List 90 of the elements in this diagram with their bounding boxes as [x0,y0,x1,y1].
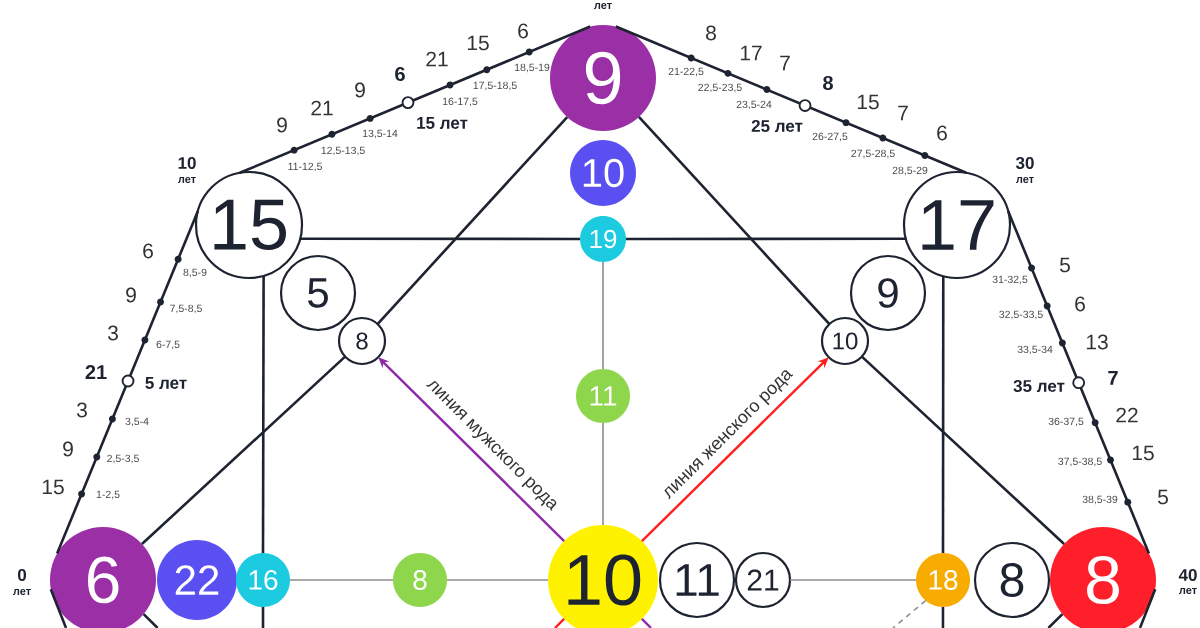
connector-line [261,275,265,553]
arrow [641,357,829,542]
connector-line [1047,613,1064,628]
number-label: 3 [76,402,87,418]
number-label: 9 [355,82,365,98]
number-label: 9 [63,441,73,457]
age-range-label: 26-27,5 [812,132,848,142]
age-unit: лет [594,3,612,9]
age-range-label: 32,5-33,5 [999,310,1043,320]
connector-line [615,25,967,174]
number-label: 21 [85,365,107,379]
age-range-label: 1-2,5 [96,490,120,500]
age-range-label: 6-7,5 [156,340,180,350]
age-range-label: 11-12,5 [288,162,322,172]
connector-line [861,355,1065,545]
connector-line [892,599,927,628]
connector-line [941,276,945,553]
number-label: 6 [518,23,528,39]
age-number: 40 [1178,568,1197,581]
connector-line [941,607,945,628]
age-range-label: 21-22,5 [668,67,704,77]
connector-line [626,237,906,241]
connector-line [637,116,831,325]
connector-line [602,261,604,370]
age-range-label: 37,5-38,5 [1058,457,1102,467]
age-number: 30 [1015,156,1034,169]
connector-line [142,613,159,628]
number-label: 17 [740,45,762,61]
connector-line [789,579,917,581]
connector-line [55,210,199,554]
age-label: 25 лет [751,119,803,132]
connector-line [49,588,68,628]
age-label: 5 лет [145,377,187,389]
connector-line [1138,588,1157,628]
age-range-label: 33,5-34 [1017,345,1053,355]
number-label: 8 [706,25,716,41]
number-label: 15 [857,94,879,110]
number-label: 15 [467,35,489,51]
age-range-label: 36-37,5 [1048,417,1084,427]
number-label: 6 [1075,296,1085,312]
connector-line [289,579,394,581]
number-label: 22 [1116,407,1138,423]
age-range-label: 38,5-39 [1082,495,1118,505]
number-label: 7 [898,105,908,121]
age-range-label: 22,5-23,5 [698,83,742,93]
number-label: 13 [1086,334,1108,350]
connector-line [554,618,565,628]
age-range-label: 12,5-13,5 [321,146,365,156]
age-unit: лет [178,177,196,183]
number-label: 3 [107,325,118,341]
age-range-label: 7,5-8,5 [170,304,202,314]
number-label: 21 [311,100,333,116]
age-range-label: 17,5-18,5 [473,81,517,91]
age-range-label: 18,5-19 [515,63,550,73]
age-unit: лет [1179,587,1197,594]
number-label: 6 [937,125,947,141]
arrow [378,357,565,542]
number-label: 5 [1158,489,1168,505]
age-range-label: 3,5-4 [125,417,149,427]
connector-line [1007,210,1151,554]
number-label: 6 [143,243,153,259]
age-range-label: 16-17,5 [443,97,478,107]
age-unit: лет [13,588,31,595]
number-label: 15 [1132,445,1154,461]
age-unit: лет [1016,177,1034,183]
age-label: 35 лет [1013,379,1065,392]
number-label: 21 [426,51,448,67]
age-range-label: 23,5-24 [736,100,772,110]
connector-line [239,25,591,174]
number-label: 6 [395,66,405,82]
age-number: 0 [17,568,27,581]
number-label: 9 [126,287,136,303]
age-range-label: 13,5-14 [363,129,398,139]
connector-line [446,579,549,581]
age-number: 10 [178,156,196,169]
connector-line [376,116,569,325]
number-label: 7 [780,55,790,71]
age-range-label: 2,5-3,5 [107,454,139,464]
age-label: 15 лет [417,117,468,129]
connector-line [641,618,652,628]
connector-line [300,237,580,241]
age-range-label: 27,5-28,5 [851,149,895,159]
number-label: 15 [42,479,64,495]
number-label: 9 [277,117,287,133]
number-label: 5 [1060,257,1070,273]
connector-line [602,422,604,526]
number-label: 8 [823,75,833,91]
connector-line [261,607,265,628]
connector-line [141,355,346,545]
number-label: 7 [1108,371,1118,385]
